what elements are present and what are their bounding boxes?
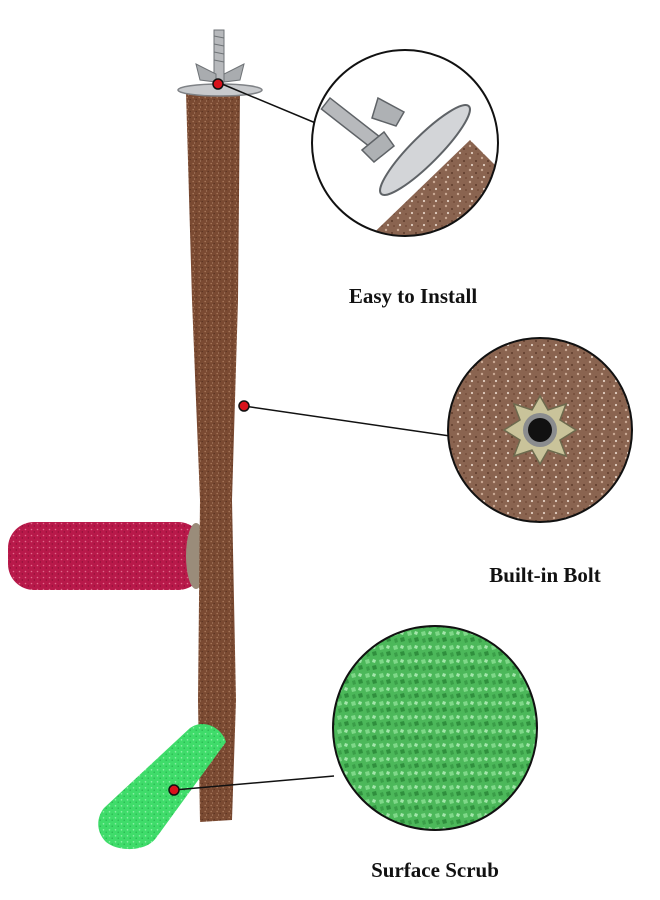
callout-label-bolt: Built-in Bolt bbox=[489, 563, 601, 587]
green-perch bbox=[98, 723, 226, 850]
callout-label-install: Easy to Install bbox=[348, 284, 478, 308]
callout-label-scrub: Surface Scrub bbox=[371, 858, 499, 882]
callout-scrub-zoom bbox=[332, 625, 538, 831]
main-perch bbox=[186, 92, 240, 822]
wing-nut-icon bbox=[177, 29, 263, 97]
callout-install-zoom bbox=[311, 49, 499, 237]
bolt-hole-icon bbox=[502, 394, 578, 466]
callout-bolt-zoom bbox=[447, 337, 633, 523]
leader-lines bbox=[173, 83, 451, 791]
markers bbox=[168, 78, 250, 796]
red-perch bbox=[8, 522, 206, 590]
